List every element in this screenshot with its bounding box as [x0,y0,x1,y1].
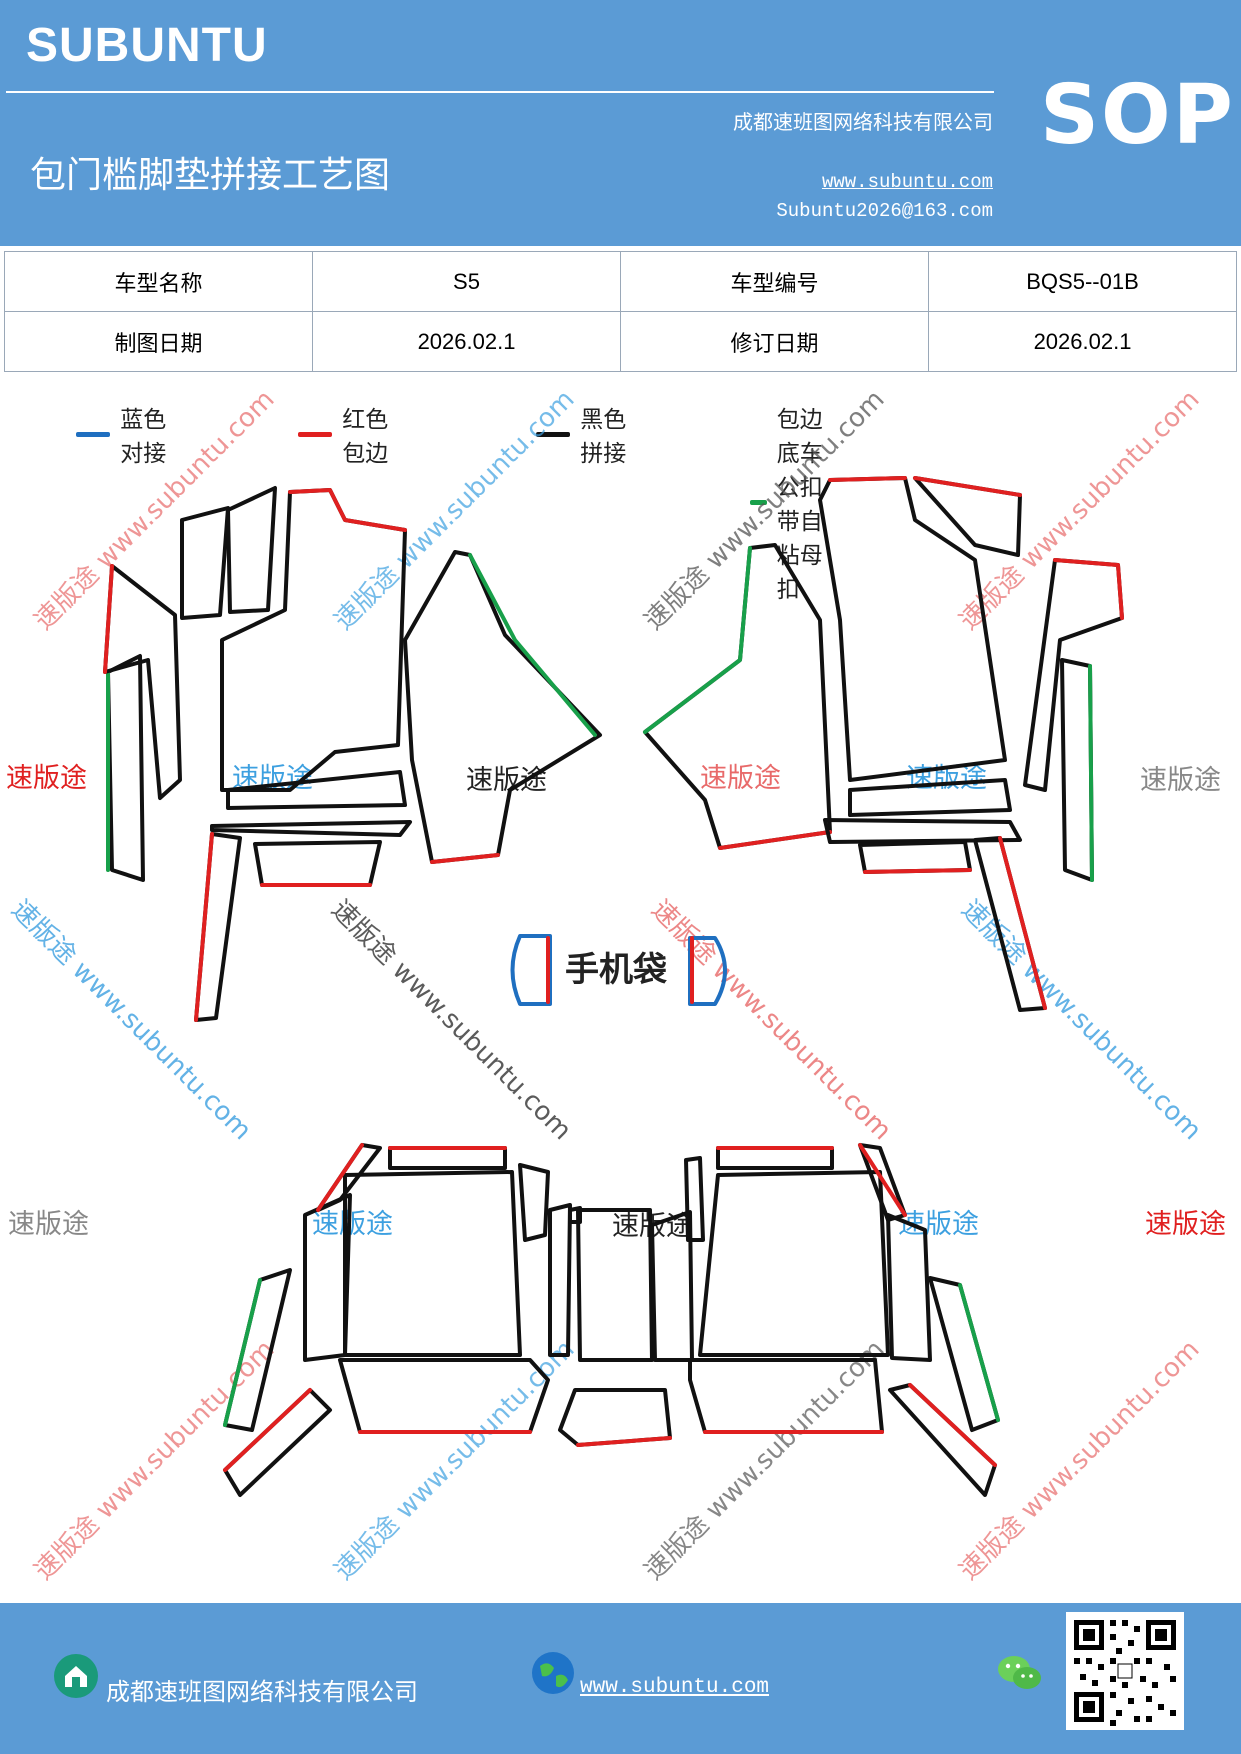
legend-label: 蓝色对接 [120,407,167,467]
globe-icon [532,1652,574,1694]
watermark: 速版途 [312,1209,393,1240]
header-website-link[interactable]: www.subuntu.com [821,171,993,193]
legend-swatch [298,431,333,437]
table-row: 制图日期 2026.02.1 修订日期 2026.02.1 [4,311,1237,372]
home-icon [54,1654,98,1698]
info-table: 车型名称 S5 车型编号 BQS5--01B 制图日期 2026.02.1 修订… [4,251,1237,372]
revise-date-value: 2026.02.1 [928,311,1237,372]
header-company: 成都速班图网络科技有限公司 [733,110,993,134]
legend-label: 黑色拼接 [580,407,627,467]
legend-swatch [76,431,111,437]
legend-label: 红色包边 [342,407,389,467]
front-left-mat-group [103,486,602,1022]
qr-code [1066,1612,1184,1730]
phone-bag-label: 手机袋 [565,950,667,990]
sop-badge: SOP [1040,68,1235,163]
rear-mat-group [223,1143,1000,1497]
watermark: 速版途 [466,765,547,796]
watermark: 速版途 [1145,1209,1226,1240]
legend-label: 包边底车公扣带自粘母扣 [776,407,823,603]
header-divider [6,91,994,93]
table-row: 车型名称 S5 车型编号 BQS5--01B [4,251,1237,312]
document-title: 包门槛脚垫拼接工艺图 [30,155,391,196]
wechat-icon[interactable] [996,1652,1044,1694]
draw-date-label: 制图日期 [4,311,313,372]
revise-date-label: 修订日期 [620,311,929,372]
legend-item-red: 红色包边 [298,400,393,468]
front-right-mat-group [643,476,1124,1012]
legend-swatch [536,431,571,437]
brand-logo-text: SUBUNTU [26,19,268,72]
legend-swatch [750,499,767,505]
model-code-label: 车型编号 [620,251,929,312]
footer-company: 成都速班图网络科技有限公司 [106,1678,418,1706]
header-banner: SUBUNTU SOP 成都速班图网络科技有限公司 包门槛脚垫拼接工艺图 www… [0,0,1241,246]
watermark: 速版途 [1140,765,1221,796]
legend-item-blue: 蓝色对接 [76,400,171,468]
watermark: 速版途 [700,763,781,794]
header-email[interactable]: Subuntu2026@163.com [776,200,993,222]
watermark: 速版途 [6,763,87,794]
watermark: 速版途 [8,1209,89,1240]
model-code-value: BQS5--01B [928,251,1237,312]
legend-item-black: 黑色拼接 [536,400,631,468]
footer-website-link[interactable]: www.subuntu.com [580,1676,770,1699]
draw-date-value: 2026.02.1 [312,311,621,372]
model-name-label: 车型名称 [4,251,313,312]
model-name-value: S5 [312,251,621,312]
phone-bag-group [510,934,727,1006]
legend-item-green: 包边底车公扣带自粘母扣 [750,400,845,604]
